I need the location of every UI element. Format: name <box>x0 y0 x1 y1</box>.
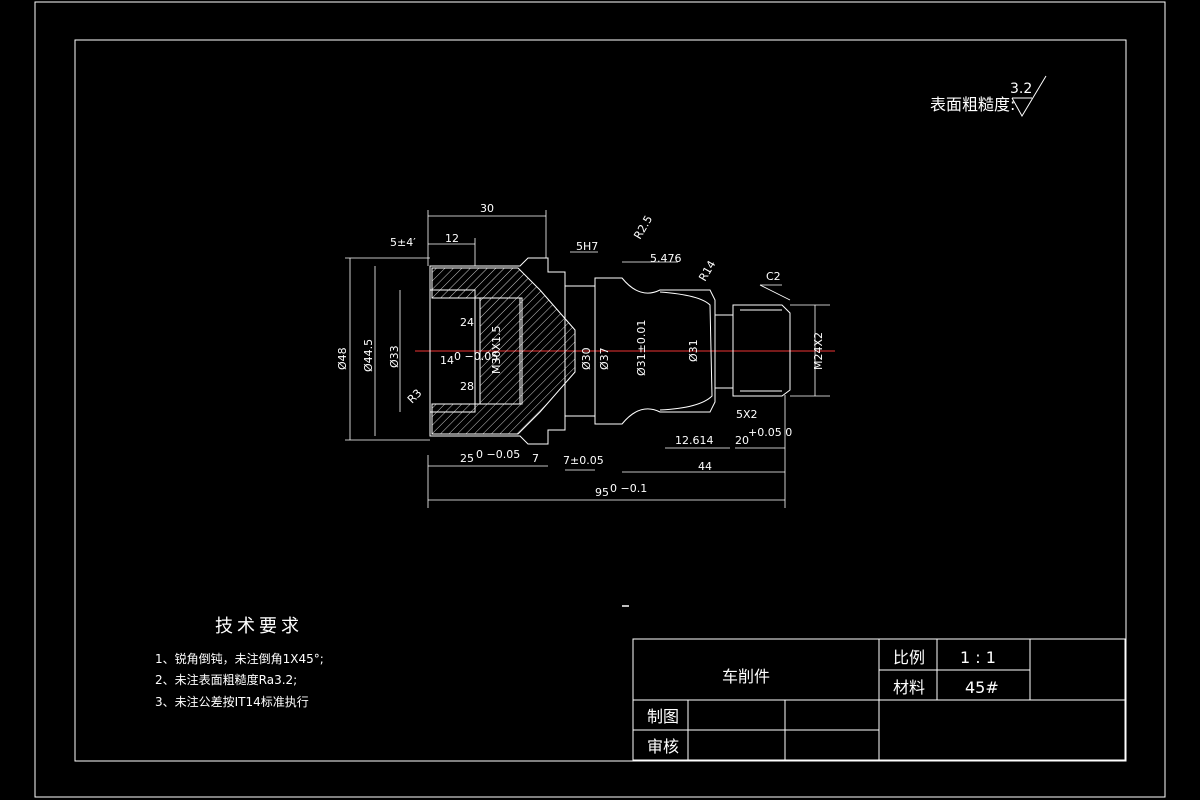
dim-dia48: Ø48 <box>336 347 349 370</box>
dim-25-tol: 0 −0.05 <box>476 448 520 461</box>
dim-5deg: 5±4′ <box>390 236 416 249</box>
dim-14: 14 <box>440 354 454 367</box>
dim-24: 24 <box>460 316 474 329</box>
material-label: 材料 <box>893 678 925 697</box>
scale-label: 比例 <box>893 648 925 667</box>
part-drawing <box>429 257 791 445</box>
notes-title: 技术要求 <box>215 616 303 637</box>
dim-m30: M30X1.5 <box>490 325 503 374</box>
dim-dia44: Ø44.5 <box>362 339 375 372</box>
checked-label: 审核 <box>647 737 679 756</box>
dim-44: 44 <box>698 460 712 473</box>
drawn-label: 制图 <box>647 707 679 726</box>
dim-20: 20 <box>735 434 749 447</box>
dim-28: 28 <box>460 380 474 393</box>
title-block <box>632 638 1126 761</box>
inner-cavity <box>430 289 476 413</box>
roughness-check-icon <box>1011 75 1047 117</box>
roughness-label: 表面粗糙度: <box>930 95 1015 114</box>
dim-12: 12 <box>445 232 459 245</box>
sheet-outer-border <box>34 1 1166 798</box>
dim-12-614: 12.614 <box>675 434 714 447</box>
dim-dia37: Ø37 <box>598 347 611 370</box>
dim-5-476: 5.476 <box>650 252 682 265</box>
dim-dia33: Ø33 <box>388 345 401 368</box>
scale-value: 1 : 1 <box>960 648 996 667</box>
title-block-texts: 车削件 比例 1 : 1 材料 45# 制图 审核 <box>647 648 999 756</box>
dimension-texts: 30 12 5±4′ 5H7 R2.5 5.476 R14 C2 24 28 1… <box>336 202 825 499</box>
dimension-lines <box>345 210 830 508</box>
dim-14-tol: 0 −0.05 <box>454 350 498 363</box>
groove-section <box>594 277 716 425</box>
note-2: 2、未注表面粗糙度Ra3.2; <box>155 672 297 687</box>
dim-95: 95 <box>595 486 609 499</box>
housing-body <box>429 257 566 445</box>
dim-25: 25 <box>460 452 474 465</box>
dim-95-tol: 0 −0.1 <box>610 482 647 495</box>
dim-20-tol: +0.05 0 <box>748 426 792 439</box>
material-value: 45# <box>965 678 999 697</box>
dim-30: 30 <box>480 202 494 215</box>
dim-dia31-a: Ø31±0.01 <box>635 320 648 376</box>
dim-5x2: 5X2 <box>736 408 758 421</box>
dim-dia31-b: Ø31 <box>687 339 700 362</box>
r14-curve <box>659 291 713 411</box>
dim-m24: M24X2 <box>812 332 825 370</box>
roughness-value: 3.2 <box>1010 81 1032 97</box>
roughness-symbol: 表面粗糙度: 3.2 <box>930 75 1047 117</box>
threaded-end <box>732 304 791 397</box>
dim-r14: R14 <box>696 258 718 283</box>
dim-7-05: 7±0.05 <box>563 454 604 467</box>
part-name: 车削件 <box>722 667 770 686</box>
dim-5h7: 5H7 <box>576 240 598 253</box>
threaded-bore <box>479 297 523 405</box>
note-3: 3、未注公差按IT14标准执行 <box>155 694 309 709</box>
dim-dia30: Ø30 <box>580 347 593 370</box>
note-1: 1、锐角倒钝，未注倒角1X45°; <box>155 651 324 666</box>
dim-r3: R3 <box>405 387 425 407</box>
dim-7: 7 <box>532 452 539 465</box>
dim-c2: C2 <box>766 270 781 283</box>
technical-notes: 技术要求 1、锐角倒钝，未注倒角1X45°; 2、未注表面粗糙度Ra3.2; 3… <box>155 616 324 709</box>
dim-r2-5: R2.5 <box>631 213 655 241</box>
sheet-inner-border <box>74 39 1127 762</box>
